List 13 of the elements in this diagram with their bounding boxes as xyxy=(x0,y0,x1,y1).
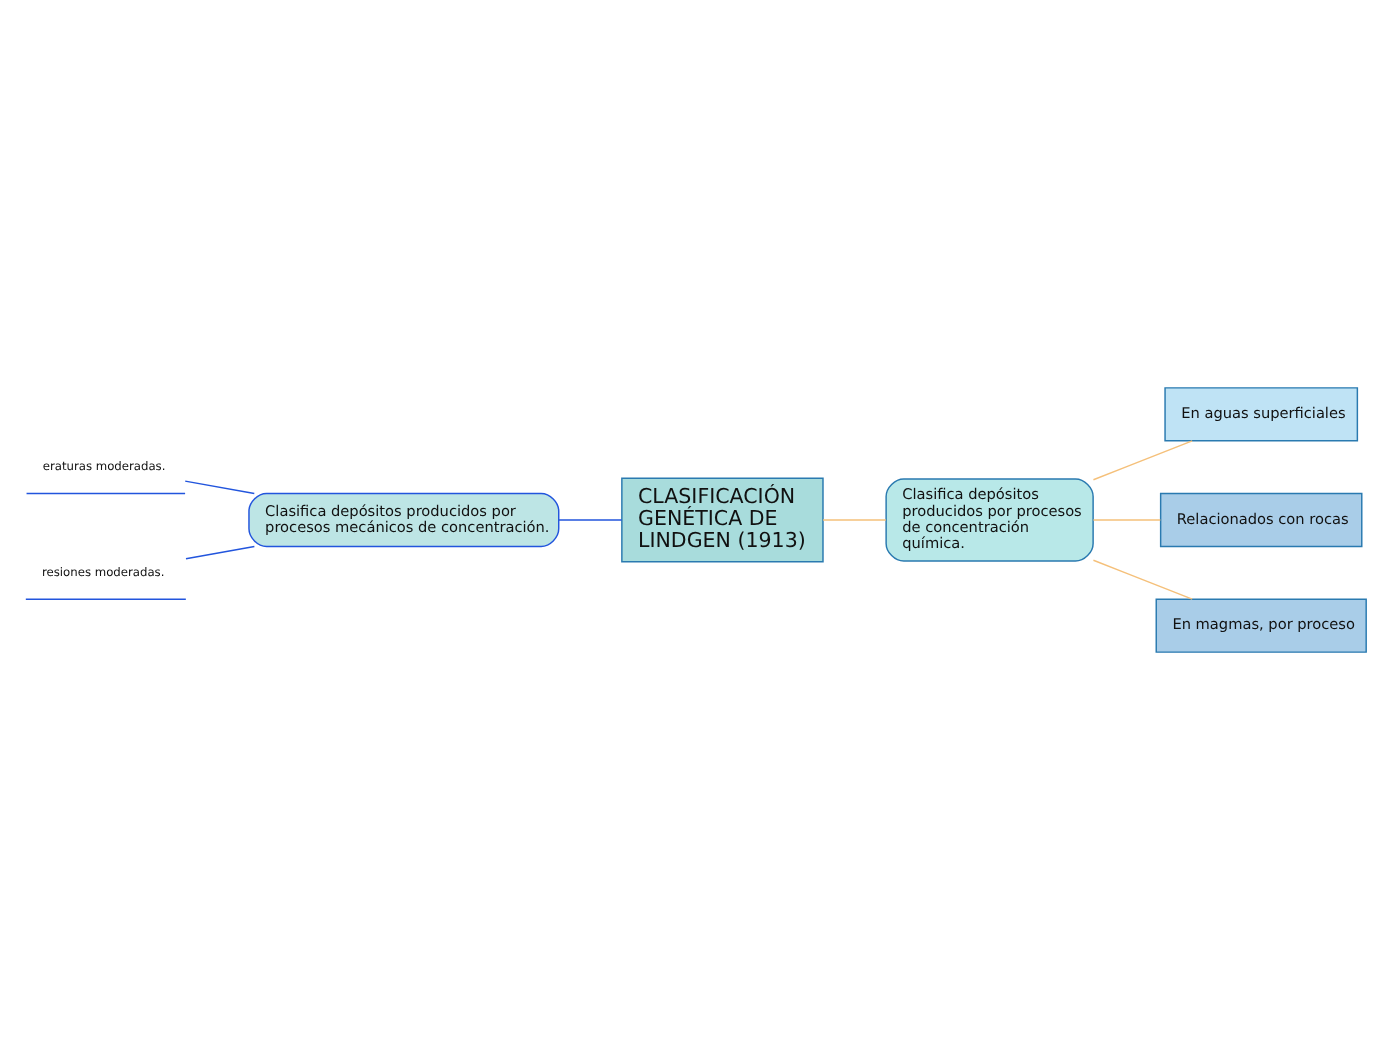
connector xyxy=(185,545,256,560)
node-box: Clasifica depósitos producidos por procesos mecánicos de concentración. xyxy=(248,492,560,548)
node-box: En aguas superficiales xyxy=(1164,387,1359,442)
connector xyxy=(822,519,887,521)
connector xyxy=(1092,519,1162,521)
node-box: En magmas, por proceso xyxy=(1155,598,1367,653)
node-box: CLASIFICACIÓN GENÉTICA DE LINDGEN (1913) xyxy=(621,477,824,563)
connector xyxy=(184,480,256,495)
connector xyxy=(1092,559,1193,600)
connector xyxy=(558,519,623,521)
node-box: Relacionados con rocas xyxy=(1159,492,1363,548)
node-box: Clasifica depósitos producidos por procesos de concentración química. xyxy=(885,478,1094,562)
connector xyxy=(1092,440,1193,481)
